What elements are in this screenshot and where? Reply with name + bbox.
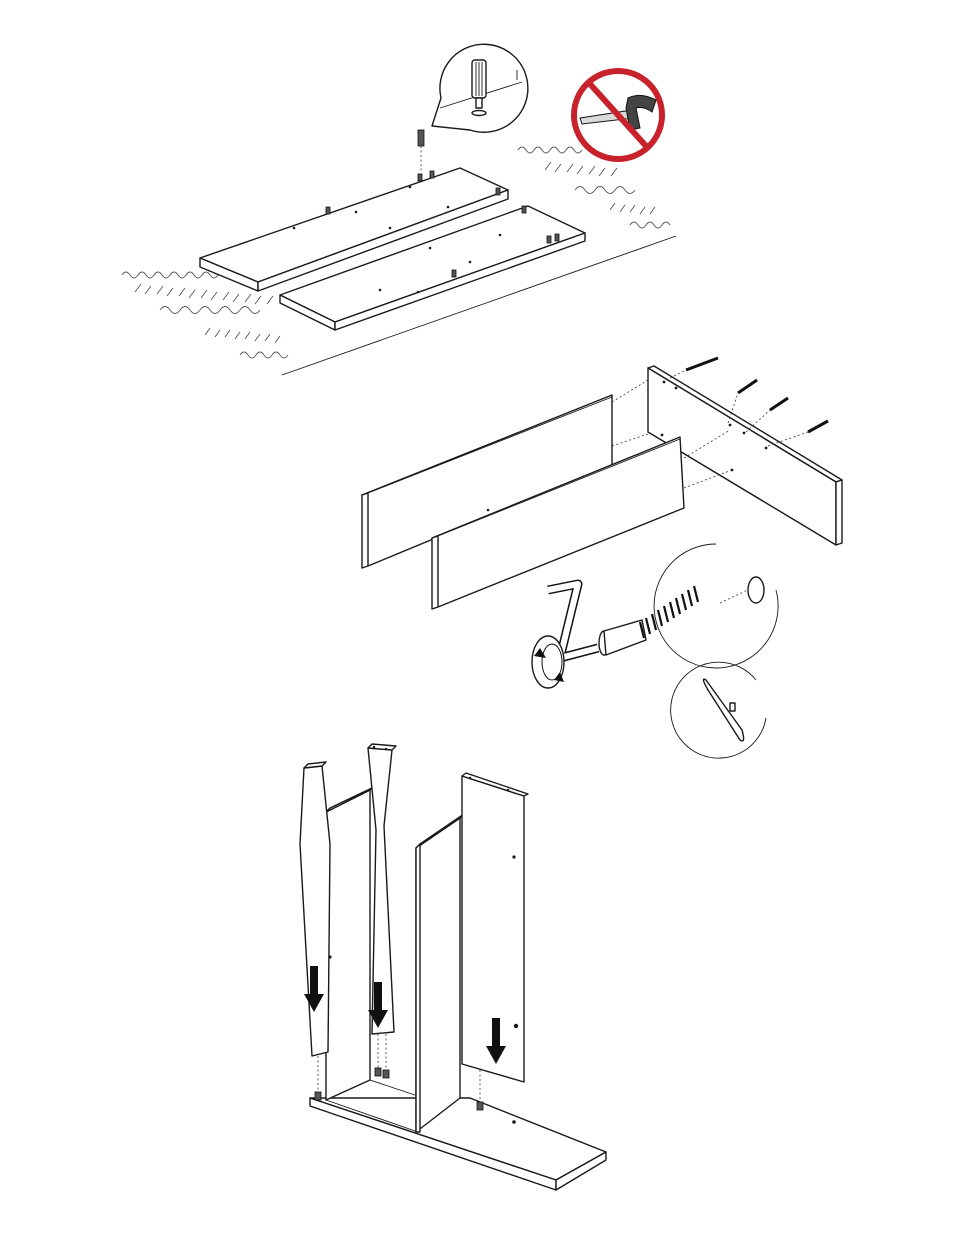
rotate-arrow-icon — [532, 636, 564, 688]
step-2-shelf-attachment — [362, 358, 842, 758]
no-hammer-icon — [574, 71, 662, 159]
cam-bolt-detail-icon — [654, 544, 778, 668]
left-panel — [300, 762, 332, 1100]
dowel-detail-icon — [432, 44, 528, 132]
center-panel — [368, 744, 396, 1078]
loose-dowel — [418, 130, 424, 172]
cam-bolt-icon — [599, 586, 752, 655]
step-3-divider-assembly — [300, 744, 606, 1190]
step-1-dowel-insertion — [122, 44, 676, 375]
base-panel — [310, 1098, 606, 1190]
back-panel-left — [326, 787, 418, 1132]
cam-lock-detail-icon — [671, 662, 766, 758]
middle-divider — [416, 814, 464, 1132]
